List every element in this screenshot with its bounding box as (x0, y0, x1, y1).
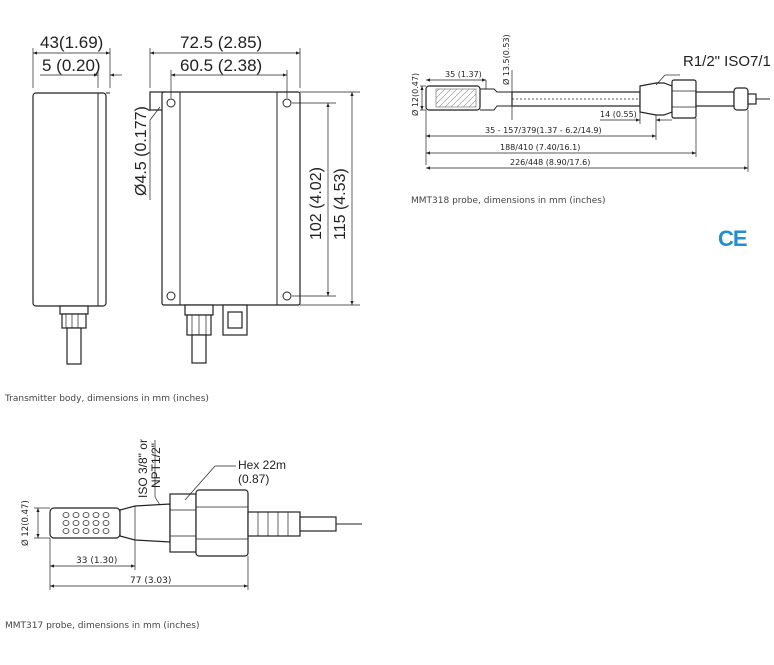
dim-height: 115 (4.53) (332, 168, 349, 240)
mmt317-dim-dia-12: Ø 12(0.47) (20, 500, 31, 546)
mmt317-dim-33: 33 (1.30) (76, 556, 117, 566)
dim-overall-width: 72.5 (2.85) (180, 33, 262, 52)
dim-hole-diameter: Ø4.5 (0.177) (133, 106, 150, 196)
mmt317-hex-line2: (0.87) (238, 472, 269, 486)
mmt318-dim-dia-13-5: Ø 13.5(0.53) (501, 34, 511, 85)
mmt317-thread-line1: ISO 3/8" or (136, 439, 150, 498)
mmt317-probe-drawing (49, 489, 362, 557)
mmt318-dim-14: 14 (0.55) (600, 110, 637, 119)
ce-mark: CE (718, 226, 748, 251)
mmt318-caption: MMT318 probe, dimensions in mm (inches) (411, 196, 606, 206)
mmt317-thread-line2: NPT1/2" (149, 443, 163, 488)
transmitter-caption: Transmitter body, dimensions in mm (inch… (5, 394, 209, 404)
dim-body-width: 60.5 (2.38) (180, 56, 262, 75)
mmt318-dim-226: 226/448 (8.90/17.6) (510, 158, 590, 167)
mmt317-hex-line1: Hex 22m (238, 458, 286, 472)
mmt317-dim-77: 77 (3.03) (130, 576, 171, 586)
mmt318-thread: R1/2" ISO7/1 (683, 53, 771, 70)
mmt318-dim-35-157: 35 - 157/379(1.37 - 6.2/14.9) (485, 126, 602, 135)
mmt318-dim-35: 35 (1.37) (445, 70, 482, 79)
transmitter-side-view (32, 92, 110, 365)
mmt318-dimension-lines (420, 70, 749, 172)
mmt318-dim-188: 188/410 (7.40/16.1) (500, 143, 580, 152)
mmt318-probe-drawing (425, 79, 770, 119)
dim-lid-thickness: 5 (0.20) (42, 56, 101, 75)
mmt317-caption: MMT317 probe, dimensions in mm (inches) (5, 621, 200, 631)
transmitter-front-view (149, 91, 301, 364)
mmt318-dim-dia-12: Ø 12(0.47) (410, 73, 420, 116)
dim-overall-depth: 43(1.69) (40, 33, 103, 52)
dim-hole-spacing: 102 (4.02) (308, 167, 325, 240)
mmt317-dimension-lines (34, 440, 249, 590)
transmitter-dimension-lines (32, 48, 360, 306)
